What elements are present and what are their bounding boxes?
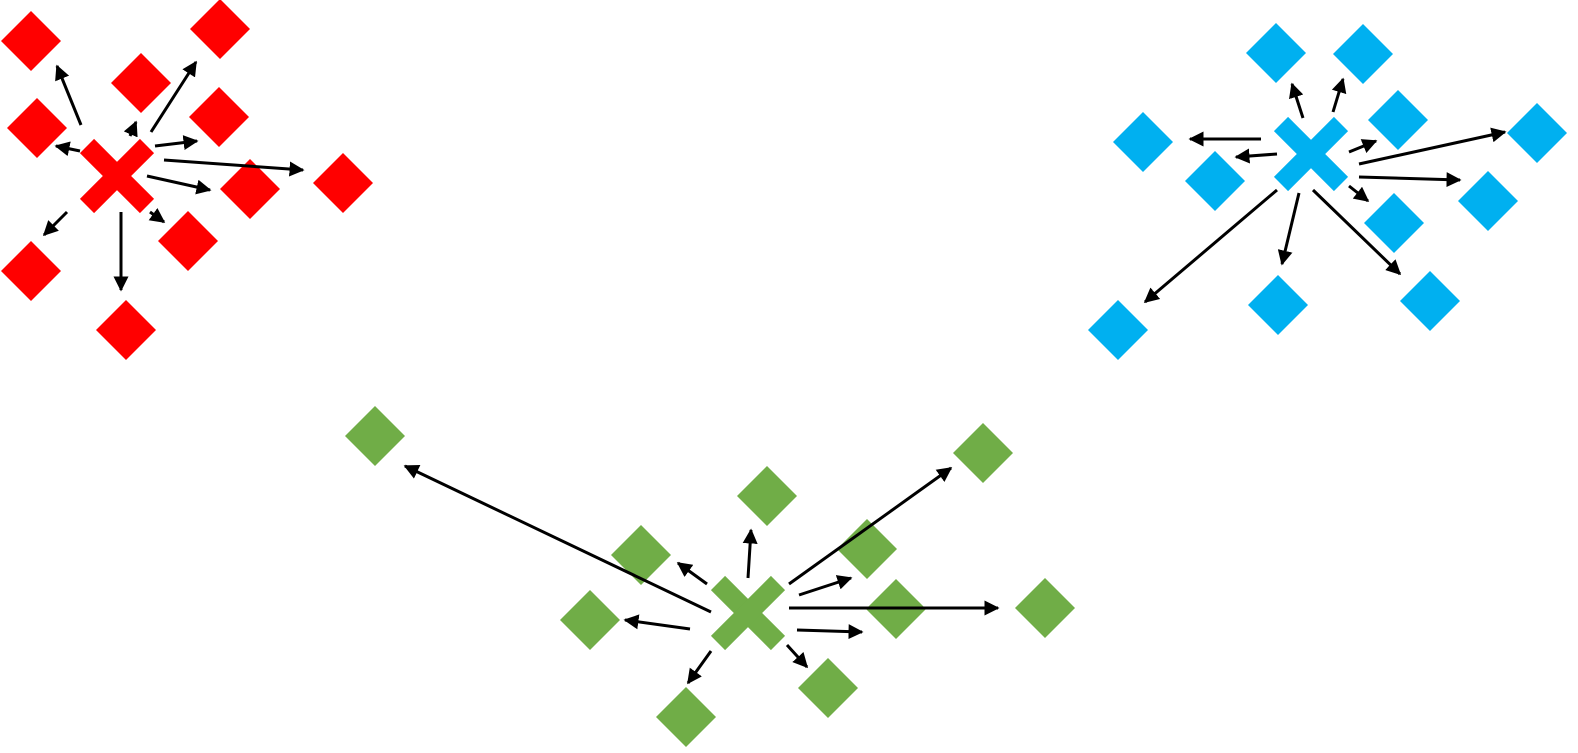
red-arrow-9 [42, 210, 69, 237]
blue-arrow-4 [1234, 148, 1278, 164]
green-arrow-3 [742, 528, 758, 579]
red-member-diamond-10 [96, 300, 156, 360]
green-arrow-7 [796, 624, 864, 640]
blue-arrow-11 [1143, 188, 1278, 304]
green-member-diamond-2 [953, 423, 1013, 483]
blue-member-diamond-7 [1458, 171, 1518, 231]
red-member-diamond-1 [1, 11, 61, 71]
green-member-diamond-6 [560, 590, 620, 650]
red-arrow-8 [148, 208, 166, 224]
blue-member-diamond-4 [1368, 90, 1428, 150]
centroids-layer [79, 116, 1349, 651]
blue-arrow-2 [1331, 77, 1347, 113]
blue-member-diamond-3 [1113, 112, 1173, 172]
blue-member-diamond-2 [1333, 24, 1393, 84]
green-member-diamond-3 [737, 466, 797, 526]
blue-centroid-cross [1273, 116, 1349, 192]
blue-arrow-9 [1277, 192, 1301, 266]
red-arrow-2 [54, 141, 81, 157]
red-member-diamond-5 [189, 87, 249, 147]
green-arrow-5 [798, 575, 853, 597]
red-member-diamond-3 [111, 53, 171, 113]
red-arrow-7 [146, 174, 212, 195]
blue-member-diamond-5 [1185, 151, 1245, 211]
red-member-diamond-2 [190, 0, 250, 59]
red-arrow-6 [163, 158, 305, 177]
green-member-diamond-9 [798, 658, 858, 718]
red-arrow-1 [55, 64, 83, 126]
blue-member-diamond-8 [1364, 193, 1424, 253]
green-centroid-cross [710, 575, 786, 651]
blue-member-diamond-1 [1246, 23, 1306, 83]
red-arrow-3 [123, 120, 138, 138]
blue-arrow-8 [1348, 184, 1370, 203]
blue-member-diamond-10 [1400, 271, 1460, 331]
blue-arrow-1 [1289, 82, 1305, 119]
red-member-diamond-4 [7, 98, 67, 158]
red-centroid-cross [79, 138, 155, 214]
red-member-diamond-8 [158, 211, 218, 271]
red-member-diamond-7 [313, 153, 373, 213]
blue-arrow-10 [1311, 188, 1402, 276]
blue-arrow-6 [1358, 127, 1507, 166]
green-arrow-4 [788, 466, 953, 586]
blue-arrow-5 [1348, 139, 1378, 154]
arrows-layer [42, 60, 1507, 685]
red-member-diamond-6 [220, 159, 280, 219]
red-arrow-5 [154, 135, 199, 151]
green-member-diamond-1 [345, 406, 405, 466]
green-member-diamond-8 [1015, 578, 1075, 638]
red-member-diamond-9 [1, 241, 61, 301]
red-arrow-4 [149, 60, 198, 133]
blue-member-diamond-11 [1088, 300, 1148, 360]
green-member-diamond-10 [656, 687, 716, 747]
blue-member-diamond-9 [1248, 275, 1308, 335]
green-arrow-1 [403, 464, 712, 614]
green-arrow-8 [623, 614, 691, 631]
green-member-diamond-5 [837, 519, 897, 579]
blue-member-diamond-6 [1507, 103, 1567, 163]
green-arrow-9 [785, 643, 809, 669]
green-arrow-10 [686, 650, 713, 685]
blue-arrow-7 [1358, 172, 1462, 188]
green-arrow-2 [676, 561, 708, 586]
